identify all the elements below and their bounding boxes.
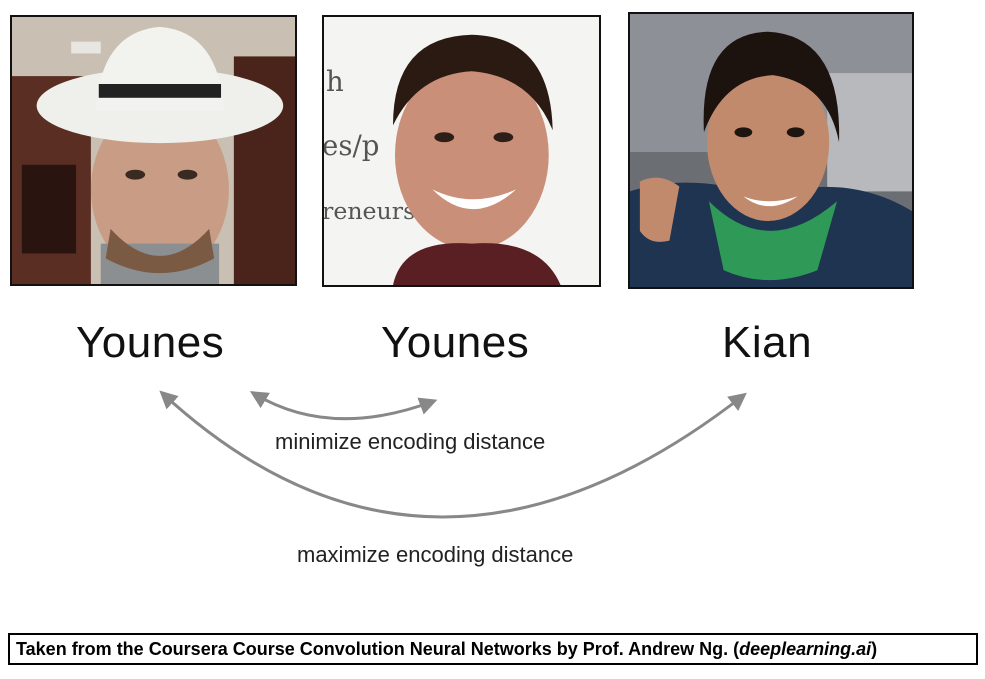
photo-kian <box>628 12 914 289</box>
minimize-caption: minimize encoding distance <box>275 429 546 454</box>
svg-text:h: h <box>326 65 344 98</box>
attribution-source: deeplearning.ai <box>739 638 872 659</box>
attribution-suffix: ) <box>871 638 878 659</box>
maximize-arrow <box>159 390 747 519</box>
attribution-prefix: Taken from the Coursera Course Convoluti… <box>16 638 740 659</box>
photo-younes-whiteboard: h es/p reneurship. <box>322 15 601 287</box>
minimize-arrow <box>249 391 438 421</box>
maximize-caption: maximize encoding distance <box>297 542 574 567</box>
svg-text:es/p: es/p <box>324 129 379 162</box>
name-label-2: Younes <box>381 318 530 367</box>
name-label-1: Younes <box>76 318 225 367</box>
photo-younes-hat <box>10 15 297 286</box>
source-attribution: Taken from the Coursera Course Convoluti… <box>8 633 978 665</box>
name-label-3: Kian <box>722 318 813 367</box>
